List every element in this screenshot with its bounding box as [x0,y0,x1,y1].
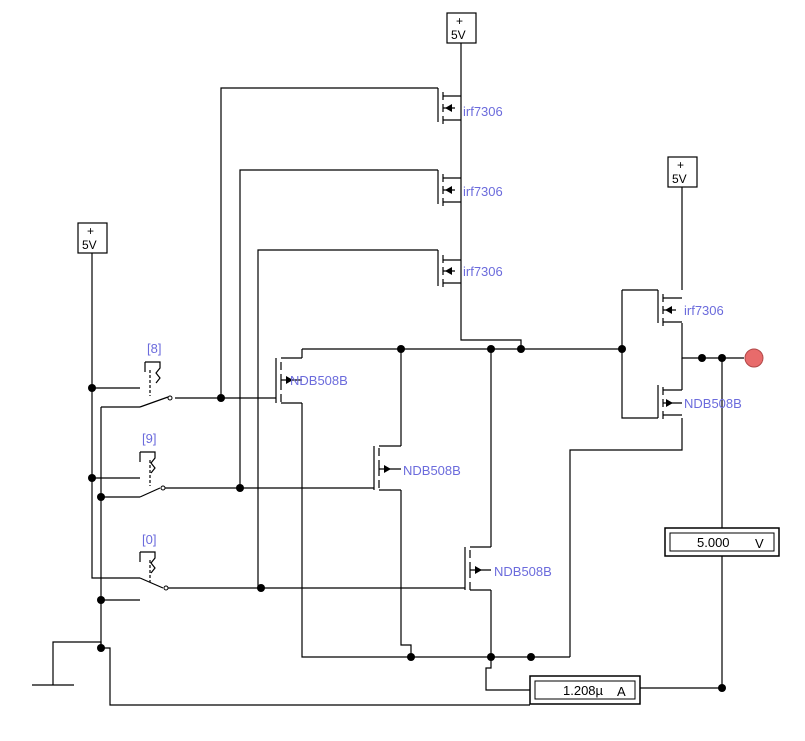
pmos-stack-wiring [220,43,522,580]
switch-0[interactable]: [0] [139,532,169,591]
pmos-label: irf7306 [463,184,503,199]
nmos-transistor-3[interactable]: NDB508B [464,546,552,591]
switch-key-label: [0] [142,532,156,547]
ammeter-value: 1.208µ [563,683,604,698]
voltmeter-unit: V [755,536,764,551]
ground-symbol [32,641,102,686]
pmos-label: irf7306 [463,104,503,119]
source-label: 5V [451,28,466,42]
output-probe-lamp[interactable] [744,348,764,368]
nmos-label: NDB508B [290,373,348,388]
nmos-label: NDB508B [494,564,552,579]
source-plus: + [677,158,684,172]
switch-key-label: [9] [142,431,156,446]
ammeter-unit: A [617,684,626,699]
nmos-transistor-output[interactable]: NDB508B [657,385,742,419]
source-plus: + [87,224,94,238]
voltage-source-left[interactable]: + 5V [77,222,108,254]
pmos-transistor-2[interactable]: irf7306 [437,170,503,206]
nmos-label: NDB508B [684,396,742,411]
left-supply-wiring [91,253,722,706]
ammeter[interactable]: 1.208µ A [529,675,641,705]
voltage-source-right[interactable]: + 5V [667,156,698,188]
pmos-transistor-1[interactable]: irf7306 [437,88,503,124]
pmos-label: irf7306 [463,264,503,279]
nmos-network-wiring [221,349,570,691]
switch-9[interactable]: [9] [139,431,166,498]
switch-key-label: [8] [147,341,161,356]
pmos-transistor-3[interactable]: irf7306 [437,250,503,287]
source-label: 5V [82,238,97,252]
switch-8[interactable]: [8] [139,341,173,408]
nmos-transistor-1[interactable]: NDB508B [275,357,348,404]
junction-dots [88,345,726,692]
nmos-transistor-2[interactable]: NDB508B [373,445,461,491]
source-label: 5V [672,172,687,186]
output-stage-wiring [302,187,744,688]
voltage-source-top[interactable]: + 5V [446,12,477,44]
pmos-transistor-output[interactable]: irf7306 [657,290,724,326]
nmos-label: NDB508B [403,463,461,478]
voltmeter[interactable]: 5.000 V [664,527,780,557]
source-plus: + [456,14,463,28]
pmos-label: irf7306 [684,303,724,318]
voltmeter-value: 5.000 [697,535,730,550]
